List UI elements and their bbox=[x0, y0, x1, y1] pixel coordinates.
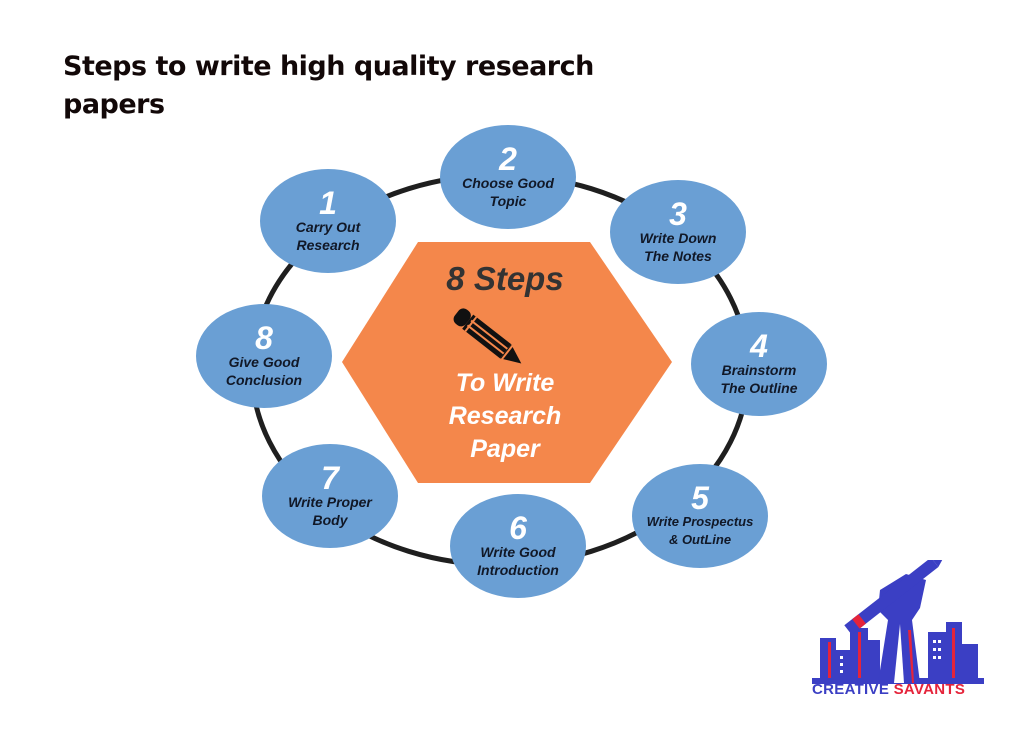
step-2-shape bbox=[440, 125, 576, 229]
step-label: Give Good Conclusion bbox=[225, 354, 303, 388]
step-number: 7 bbox=[321, 460, 339, 496]
step-label: Write Down The Notes bbox=[639, 230, 717, 264]
step-label: Carry Out Research bbox=[295, 219, 361, 253]
step-label: Write Good Introduction bbox=[477, 544, 559, 578]
step-6-shape bbox=[450, 494, 586, 598]
step-5-shape bbox=[632, 464, 768, 568]
center-hexagon bbox=[342, 242, 672, 483]
step-7-shape bbox=[262, 444, 398, 548]
step-1-shape bbox=[260, 169, 396, 273]
step-number: 5 bbox=[691, 480, 709, 516]
step-label: Choose Good Topic bbox=[462, 175, 554, 209]
logo-word-creative: CREATIVE bbox=[812, 681, 890, 698]
step-label: Write Prospectus & OutLine bbox=[646, 514, 754, 547]
step-number: 4 bbox=[750, 328, 768, 364]
step-number: 3 bbox=[669, 196, 687, 232]
step-4-shape bbox=[691, 312, 827, 416]
step-2: 2 Choose Good Topic bbox=[440, 125, 576, 229]
step-number: 6 bbox=[509, 510, 527, 546]
step-label: Write Proper Body bbox=[288, 494, 372, 528]
step-8: 8 Give Good Conclusion bbox=[196, 304, 332, 408]
step-number: 8 bbox=[255, 320, 273, 356]
step-4: 4 Brainstorm The Outline bbox=[691, 312, 827, 416]
step-5: 5 Write Prospectus & OutLine bbox=[627, 464, 773, 568]
step-8-shape bbox=[196, 304, 332, 408]
pencil-icon bbox=[453, 308, 522, 364]
logo-wordmark: CREATIVE SAVANTS bbox=[812, 681, 992, 698]
step-label: Brainstorm The Outline bbox=[720, 362, 798, 396]
step-6: 6 Write Good Introduction bbox=[450, 494, 586, 598]
logo-word-savants: SAVANTS bbox=[893, 681, 966, 698]
step-3: 3 Write Down The Notes bbox=[610, 180, 746, 284]
page-title: Steps to write high quality research pap… bbox=[63, 51, 594, 120]
step-7: 7 Write Proper Body bbox=[262, 444, 398, 548]
center-heading: 8 Steps bbox=[446, 260, 564, 297]
step-1: 1 Carry Out Research bbox=[260, 169, 396, 273]
center-subtitle: To Write Research Paper bbox=[448, 369, 562, 463]
step-3-shape bbox=[610, 180, 746, 284]
step-number: 1 bbox=[319, 185, 337, 221]
step-number: 2 bbox=[499, 141, 517, 177]
fist-pencil-city-logo-icon bbox=[812, 560, 984, 684]
